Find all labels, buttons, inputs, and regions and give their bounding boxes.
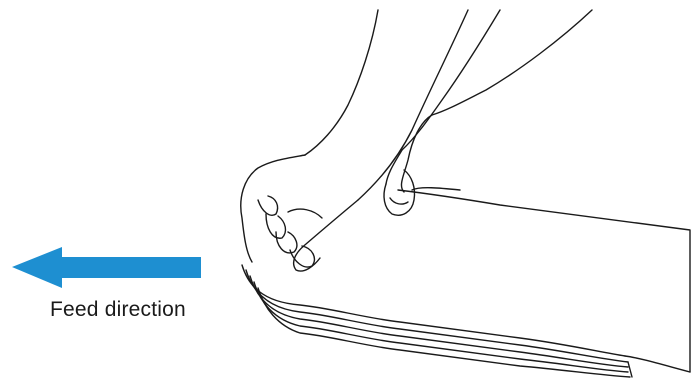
left-hand: [241, 10, 468, 271]
feed-direction-label: Feed direction: [50, 298, 186, 322]
right-hand: [384, 10, 592, 215]
arrow-left-icon: [12, 247, 201, 288]
paper-stack: [242, 190, 690, 377]
